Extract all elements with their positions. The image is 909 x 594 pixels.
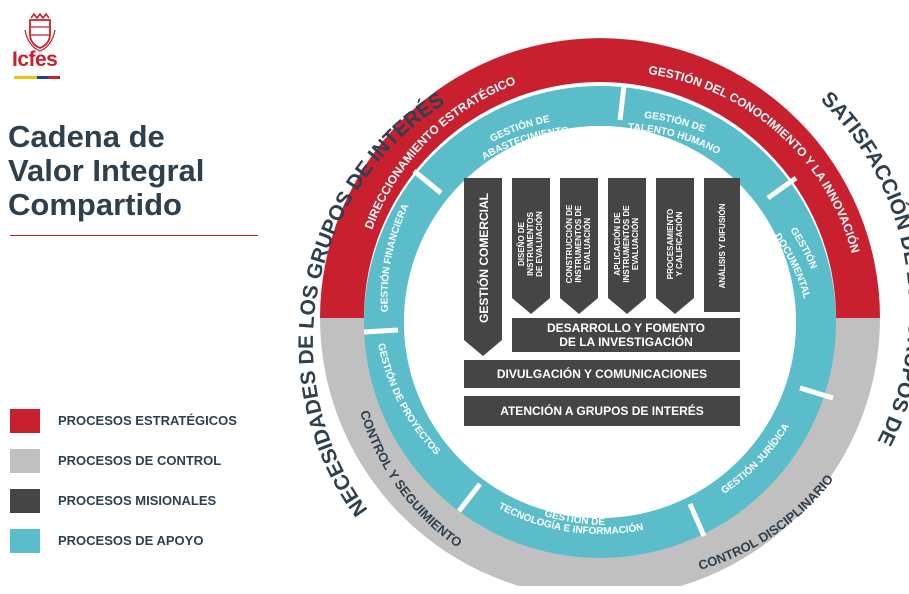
svg-text:EVALUACIÓN: EVALUACIÓN bbox=[631, 218, 640, 271]
investigacion-label-2: DE LA INVESTIGACIÓN bbox=[559, 334, 693, 349]
legend-swatch-gray bbox=[10, 449, 40, 473]
divulgacion-box bbox=[464, 360, 740, 388]
misionales-block: GESTIÓN COMERCIAL DISEÑO DE INSTRUMENTOS… bbox=[464, 178, 740, 426]
construccion-arrow bbox=[560, 178, 598, 314]
title-line-2: Valor Integral bbox=[8, 153, 205, 188]
colombia-flag-stripe bbox=[14, 76, 60, 79]
svg-text:INSTRUMENTOS: INSTRUMENTOS bbox=[526, 211, 535, 276]
svg-text:Y CALIFICACIÓN: Y CALIFICACIÓN bbox=[675, 211, 684, 276]
svg-text:APLICACIÓN DE: APLICACIÓN DE bbox=[613, 212, 622, 276]
legend-label: PROCESOS MISIONALES bbox=[58, 493, 217, 508]
logo-text: Icfes bbox=[12, 48, 58, 71]
svg-text:PROCESAMIENTO: PROCESAMIENTO bbox=[666, 209, 675, 280]
legend-swatch-dark bbox=[10, 489, 40, 513]
legend-label: PROCESOS ESTRATÉGICOS bbox=[58, 413, 237, 428]
ring-apoyo bbox=[364, 86, 836, 558]
apoyo-separators bbox=[363, 85, 834, 538]
svg-text:EVALUACIÓN: EVALUACIÓN bbox=[583, 218, 592, 271]
svg-text:INSTRUMENTOS DE: INSTRUMENTOS DE bbox=[574, 205, 583, 283]
diseno-arrow bbox=[512, 178, 550, 314]
investigacion-box bbox=[512, 318, 740, 352]
procesamiento-label: PROCESAMIENTO Y CALIFICACIÓN bbox=[666, 209, 684, 280]
aplicacion-arrow bbox=[608, 178, 646, 314]
ring-estrategico bbox=[320, 38, 880, 318]
atencion-box bbox=[464, 396, 740, 426]
comercial-arrow bbox=[464, 178, 502, 356]
legend-label: PROCESOS DE APOYO bbox=[58, 533, 204, 548]
analisis-label: ANÁLISIS Y DIFUSIÓN bbox=[718, 203, 727, 288]
atencion-label: ATENCIÓN A GRUPOS DE INTERÉS bbox=[500, 403, 704, 418]
legend-swatch-teal bbox=[10, 529, 40, 553]
construccion-label: CONSTRUCCIÓN DE INSTRUMENTOS DE EVALUACI… bbox=[565, 204, 592, 283]
title-line-3: Compartido bbox=[8, 187, 182, 222]
svg-text:INSTRUMENTOS DE: INSTRUMENTOS DE bbox=[622, 205, 631, 283]
legend-label: PROCESOS DE CONTROL bbox=[58, 453, 222, 468]
analisis-box bbox=[704, 178, 740, 312]
title-line-1: Cadena de bbox=[8, 119, 165, 154]
ring-control bbox=[320, 318, 880, 586]
divulgacion-label: DIVULGACIÓN Y COMUNICACIONES bbox=[497, 366, 707, 381]
svg-text:DE EVALUACIÓN: DE EVALUACIÓN bbox=[535, 211, 544, 277]
svg-text:CONSTRUCCIÓN DE: CONSTRUCCIÓN DE bbox=[565, 204, 574, 283]
diseno-label: DISEÑO DE INSTRUMENTOS DE EVALUACIÓN bbox=[517, 211, 544, 277]
procesamiento-arrow bbox=[656, 178, 694, 314]
svg-text:DISEÑO DE: DISEÑO DE bbox=[517, 221, 526, 266]
comercial-label: GESTIÓN COMERCIAL bbox=[476, 193, 491, 323]
investigacion-label-1: DESARROLLO Y FOMENTO bbox=[547, 321, 705, 335]
aplicacion-label: APLICACIÓN DE INSTRUMENTOS DE EVALUACIÓN bbox=[613, 205, 640, 283]
title-divider bbox=[10, 235, 258, 236]
page-title: Cadena de Valor Integral Compartido bbox=[8, 120, 204, 222]
legend-swatch-red bbox=[10, 409, 40, 433]
